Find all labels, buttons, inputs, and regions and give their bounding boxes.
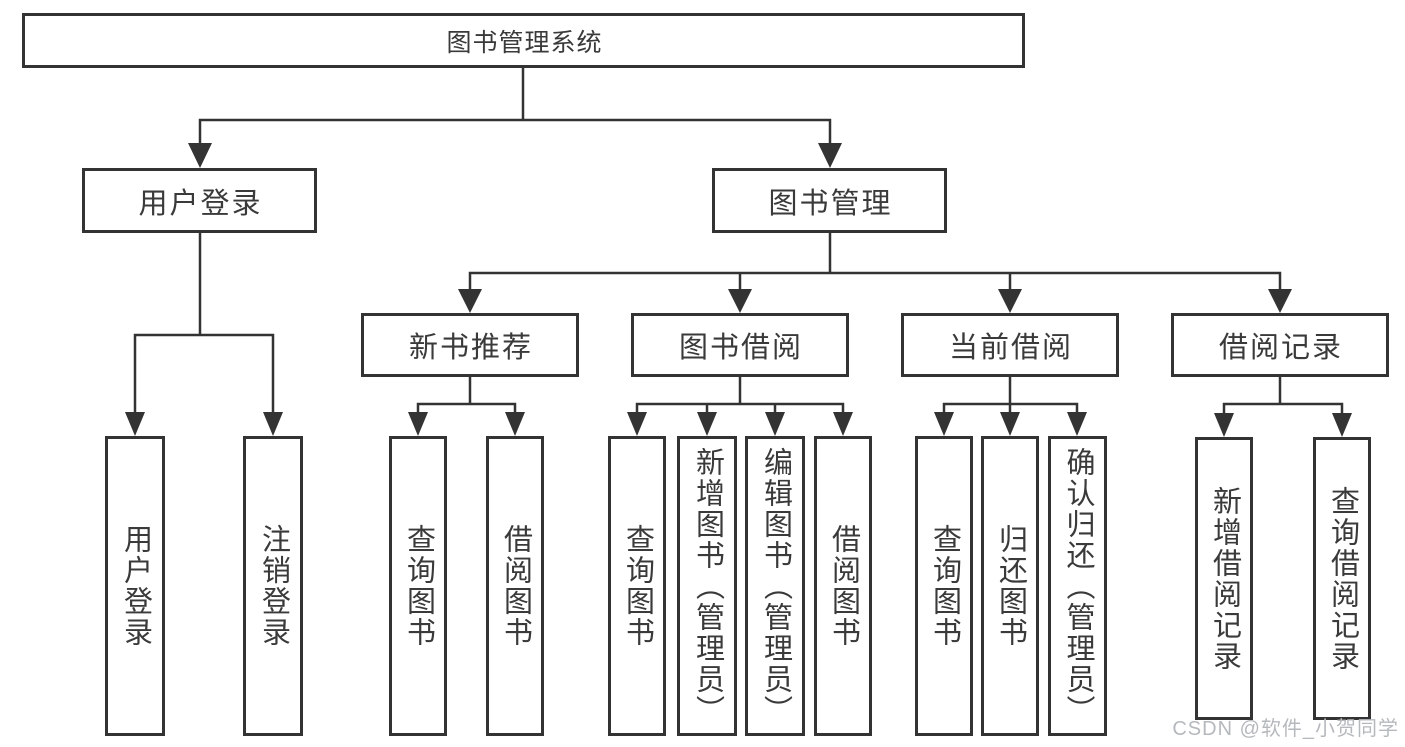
leaf-bb-borrow-books: 借阅图书 <box>814 436 872 736</box>
edge-bb-rail <box>635 402 845 431</box>
node-root: 图书管理系统 <box>22 13 1025 68</box>
leaf-br-query-record: 查询借阅记录 <box>1313 437 1371 720</box>
arrow-to-leaf-nbr-query <box>408 412 428 436</box>
leaf-bb-borrow-books-label: 借阅图书 <box>827 524 860 648</box>
arrow-to-leaf-br-query <box>1332 413 1352 437</box>
arrow-to-leaf-cb-return <box>1000 412 1020 436</box>
edge-level1-rail <box>198 118 832 160</box>
node-book-management: 图书管理 <box>712 168 947 233</box>
arrow-to-leaf-bb-add <box>697 412 717 436</box>
arrow-to-leaf-cb-confirm <box>1067 412 1087 436</box>
arrow-to-leaf-nbr-borrow <box>505 412 525 436</box>
leaf-nbr-query-books: 查询图书 <box>389 436 447 736</box>
leaf-user-login: 用户登录 <box>105 436 165 736</box>
arrow-to-borrow-records <box>1268 289 1292 313</box>
edge-userlogin-rail <box>133 333 275 430</box>
arrow-to-book-management <box>818 143 842 168</box>
arrow-to-new-book-recommend <box>458 289 482 313</box>
leaf-user-login-label: 用户登录 <box>119 524 152 648</box>
arrow-to-leaf-bb-borrow <box>833 412 853 436</box>
leaf-cb-confirm-return-admin: 确认归还（管理员） <box>1048 436 1107 736</box>
leaf-br-query-record-label: 查询借阅记录 <box>1326 485 1359 672</box>
arrow-to-leaf-logout <box>263 412 283 436</box>
leaf-cb-query-books: 查询图书 <box>915 436 973 736</box>
leaf-bb-query-books: 查询图书 <box>608 436 666 736</box>
node-book-borrow: 图书借阅 <box>631 313 849 377</box>
edge-br-rail <box>1222 402 1344 432</box>
leaf-bb-edit-books-admin: 编辑图书（管理员） <box>745 436 805 736</box>
leaf-cb-return-books-label: 归还图书 <box>994 524 1027 648</box>
leaf-nbr-borrow-books-label: 借阅图书 <box>499 524 532 648</box>
leaf-bb-add-books-admin: 新增图书（管理员） <box>677 436 737 736</box>
arrow-to-user-login <box>188 143 212 168</box>
arrow-to-leaf-bb-query <box>627 412 647 436</box>
leaf-bb-query-books-label: 查询图书 <box>621 524 654 648</box>
leaf-cb-return-books: 归还图书 <box>981 436 1039 736</box>
leaf-br-add-record-label: 新增借阅记录 <box>1208 485 1241 672</box>
leaf-bb-add-books-admin-label: 新增图书（管理员） <box>691 446 724 726</box>
leaf-br-add-record: 新增借阅记录 <box>1195 437 1253 720</box>
arrow-to-current-borrow <box>998 289 1022 313</box>
leaf-bb-edit-books-admin-label: 编辑图书（管理员） <box>759 446 792 726</box>
node-current-borrow: 当前借阅 <box>901 313 1119 377</box>
leaf-nbr-query-books-label: 查询图书 <box>402 524 435 648</box>
leaf-logout: 注销登录 <box>243 436 303 736</box>
leaf-nbr-borrow-books: 借阅图书 <box>486 436 544 736</box>
leaf-cb-query-books-label: 查询图书 <box>928 524 961 648</box>
arrow-to-book-borrow <box>728 289 752 313</box>
edge-nbr-rail <box>416 402 517 431</box>
leaf-logout-label: 注销登录 <box>257 524 290 648</box>
leaf-cb-confirm-return-admin-label: 确认归还（管理员） <box>1062 446 1094 726</box>
node-user-login: 用户登录 <box>82 168 317 233</box>
edge-level3-rail <box>468 271 1282 308</box>
node-new-book-recommend: 新书推荐 <box>361 313 579 377</box>
watermark: CSDN @软件_小贺同学 <box>1172 718 1399 740</box>
arrow-to-leaf-bb-edit <box>765 412 785 436</box>
arrow-to-leaf-cb-query <box>934 412 954 436</box>
arrow-to-leaf-br-add <box>1214 413 1234 437</box>
arrowheads <box>125 143 1352 437</box>
node-borrow-records: 借阅记录 <box>1171 313 1389 377</box>
arrow-to-leaf-user-login <box>125 412 145 436</box>
